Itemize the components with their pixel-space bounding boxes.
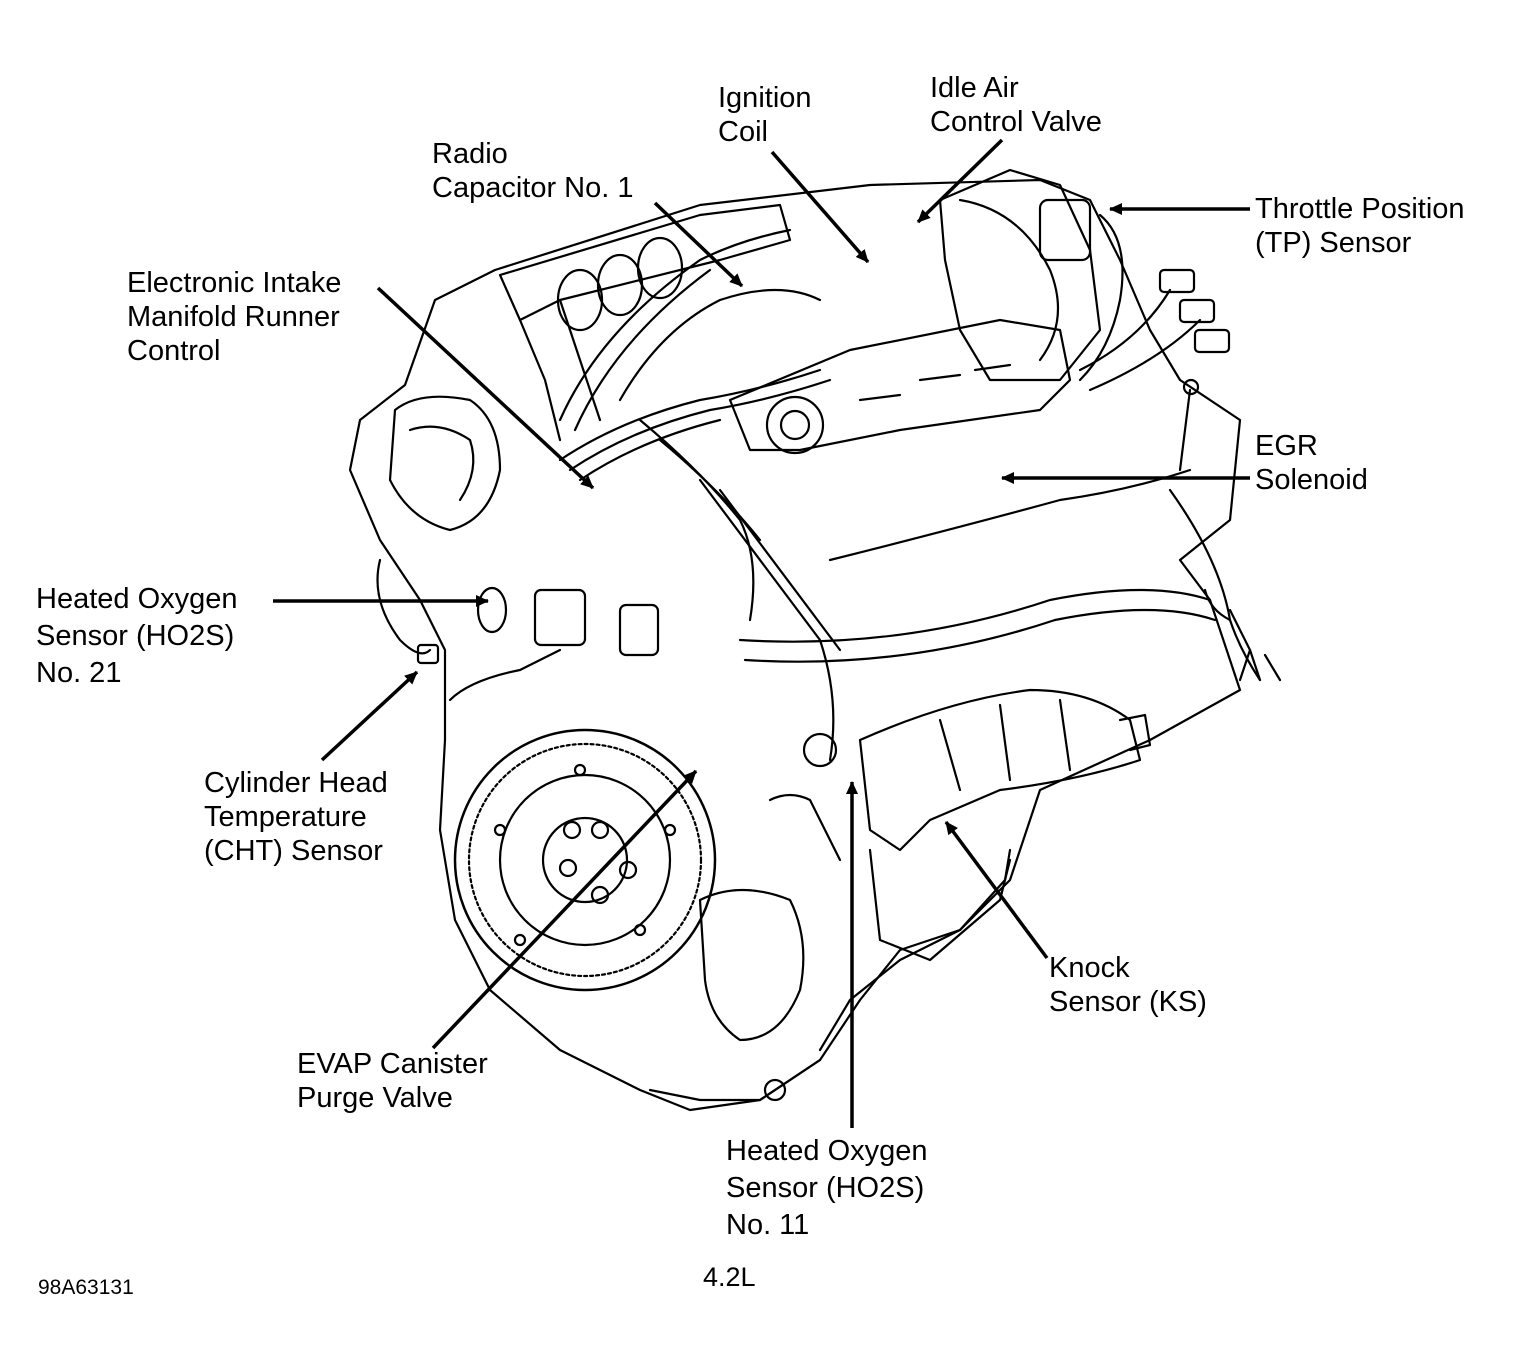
label-intake-manifold-runner-control: Electronic Intake Manifold Runner Contro… [127, 266, 341, 368]
label-line: Sensor (HO2S) [36, 620, 235, 652]
label-line: Ignition [718, 82, 812, 114]
label-line: Sensor (HO2S) [726, 1172, 925, 1204]
leader-knock [944, 820, 1049, 960]
label-line: EGR [1255, 430, 1318, 462]
leader-lines [273, 138, 1250, 1128]
label-ignition-coil: Ignition Coil [718, 81, 812, 149]
label-line: No. 11 [726, 1209, 810, 1241]
label-line: Radio [432, 138, 508, 170]
label-line: EVAP Canister [297, 1048, 488, 1080]
label-ho2s-21: Heated Oxygen Sensor (HO2S) No. 21 [36, 581, 238, 692]
leader-ignition-coil [770, 150, 870, 264]
intake-tube [938, 168, 1102, 382]
label-line: Temperature [204, 801, 367, 833]
flywheel [453, 728, 717, 992]
label-line: Heated Oxygen [726, 1135, 928, 1167]
leader-radio-capacitor [653, 201, 744, 288]
label-line: Throttle Position [1255, 193, 1465, 225]
label-line: Cylinder Head [204, 767, 388, 799]
leader-evap [431, 769, 698, 1050]
label-ho2s-11: Heated Oxygen Sensor (HO2S) No. 11 [726, 1133, 928, 1244]
valve-cover [498, 203, 792, 322]
label-line: (TP) Sensor [1255, 227, 1412, 259]
label-line: Idle Air [930, 72, 1019, 104]
engine-illustration [348, 168, 1282, 1112]
label-idle-air-control-valve: Idle Air Control Valve [930, 71, 1102, 139]
label-line: (CHT) Sensor [204, 835, 383, 867]
label-line: Purge Valve [297, 1082, 453, 1114]
label-line: Capacitor No. 1 [432, 172, 634, 204]
label-throttle-position-sensor: Throttle Position (TP) Sensor [1255, 192, 1465, 260]
label-line: Solenoid [1255, 464, 1368, 496]
label-evap-canister-purge-valve: EVAP Canister Purge Valve [297, 1047, 488, 1115]
label-line: Control Valve [930, 106, 1102, 138]
label-line: Coil [718, 116, 768, 148]
label-cht-sensor: Cylinder Head Temperature (CHT) Sensor [204, 766, 388, 868]
label-line: No. 21 [36, 657, 122, 689]
label-knock-sensor: Knock Sensor (KS) [1049, 951, 1207, 1019]
intake-manifold [728, 318, 1072, 452]
label-line: Sensor (KS) [1049, 986, 1207, 1018]
label-line: Manifold Runner [127, 301, 340, 333]
label-line: Electronic Intake [127, 267, 342, 299]
leader-idle-air [916, 138, 1004, 224]
wiring-harness [558, 368, 822, 462]
label-egr-solenoid: EGR Solenoid [1255, 429, 1368, 497]
label-line: Heated Oxygen [36, 583, 238, 615]
engine-size-caption: 4.2L [703, 1262, 756, 1292]
label-radio-capacitor: Radio Capacitor No. 1 [432, 137, 634, 205]
label-line: Control [127, 335, 221, 367]
leader-intake-manifold [376, 286, 595, 490]
exhaust-manifold [858, 688, 1142, 852]
label-line: Knock [1049, 952, 1130, 984]
figure-id: 98A63131 [38, 1276, 134, 1299]
leader-cht [320, 670, 419, 762]
